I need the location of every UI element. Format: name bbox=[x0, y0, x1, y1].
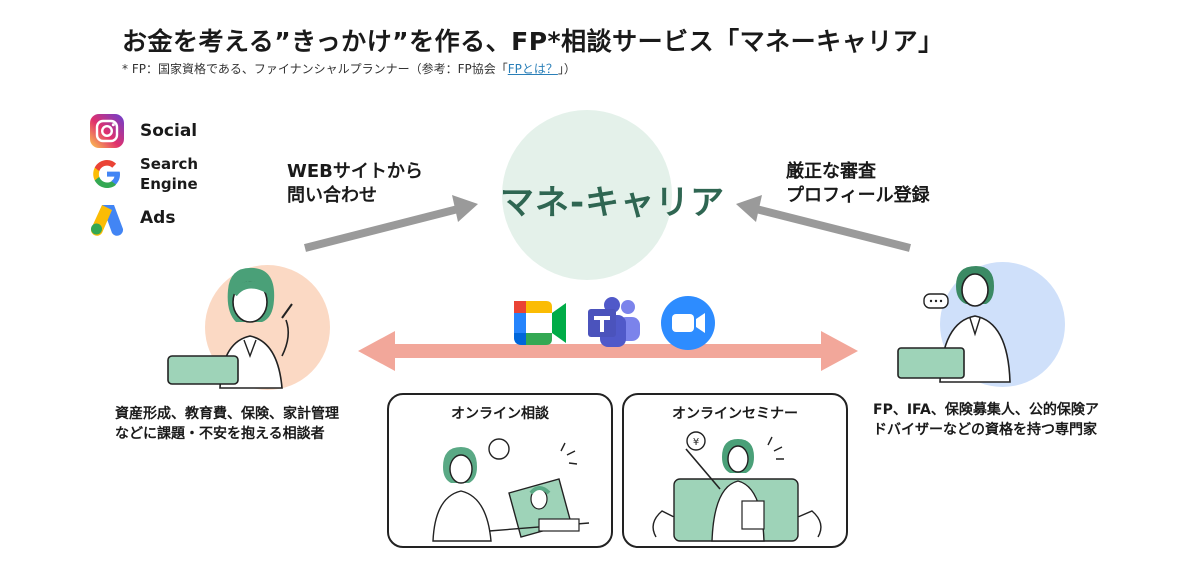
expert-line2: ドバイザーなどの資格を持つ専門家 bbox=[873, 422, 1097, 438]
google-ads-icon bbox=[88, 199, 126, 237]
expert-line1: FP、IFA、保険募集人、公的保険ア bbox=[873, 402, 1099, 418]
microsoft-teams-icon bbox=[584, 293, 644, 353]
google-icon bbox=[88, 155, 126, 193]
inquiry-label: WEBサイトから 問い合わせ bbox=[287, 160, 423, 208]
brand-circle bbox=[502, 110, 672, 280]
channel-label: Ads bbox=[140, 208, 176, 228]
online-seminar-illustration: ¥ bbox=[652, 431, 822, 542]
page-title: お金を考える”きっかけ”を作る、FP*相談サービス「マネーキャリア」 bbox=[122, 27, 944, 56]
inquiry-label-line2: 問い合わせ bbox=[287, 185, 377, 206]
fp-definition-link[interactable]: FPとは？ bbox=[507, 62, 558, 76]
video-tools bbox=[510, 293, 718, 353]
channel-label: Search Engine bbox=[140, 155, 199, 193]
inquiry-arrow bbox=[304, 195, 478, 252]
footnote-prefix: * FP：国家資格である、ファイナンシャルプランナー（参考：FP協会「 bbox=[122, 62, 508, 76]
channel-search-engine: Search Engine bbox=[88, 154, 198, 194]
expert-illustration bbox=[897, 266, 1011, 383]
footnote-suffix: 」） bbox=[557, 62, 576, 76]
brand-logo: マネ-キャリア bbox=[500, 183, 726, 223]
consulter-illustration bbox=[167, 267, 293, 389]
channel-ads: Ads bbox=[88, 199, 175, 237]
service-card-online-seminar: オンラインセミナー ¥ bbox=[622, 393, 848, 548]
zoom-icon bbox=[658, 293, 718, 353]
google-meet-icon bbox=[510, 293, 570, 353]
online-consultation-illustration bbox=[432, 438, 590, 542]
registration-label-line2: プロフィール登録 bbox=[786, 185, 930, 206]
footnote: * FP：国家資格である、ファイナンシャルプランナー（参考：FP協会「FPとは？… bbox=[122, 60, 576, 77]
expert-description: FP、IFA、保険募集人、公的保険ア ドバイザーなどの資格を持つ専門家 bbox=[873, 400, 1099, 440]
consulter-line2: などに課題・不安を抱える相談者 bbox=[115, 426, 325, 442]
registration-arrow bbox=[736, 195, 911, 252]
service-card-title: オンライン相談 bbox=[451, 406, 549, 422]
service-card-title: オンラインセミナー bbox=[672, 406, 798, 422]
channel-label: Social bbox=[140, 121, 198, 141]
svg-text:¥: ¥ bbox=[693, 437, 699, 448]
registration-label: 厳正な審査 プロフィール登録 bbox=[786, 160, 930, 208]
consulter-description: 資産形成、教育費、保険、家計管理 などに課題・不安を抱える相談者 bbox=[115, 404, 339, 444]
bidirectional-arrow bbox=[358, 331, 858, 371]
service-card-online-consultation: オンライン相談 bbox=[387, 393, 613, 548]
channel-social: Social bbox=[88, 112, 197, 150]
instagram-icon bbox=[88, 112, 126, 150]
consulter-line1: 資産形成、教育費、保険、家計管理 bbox=[115, 406, 339, 422]
registration-label-line1: 厳正な審査 bbox=[786, 161, 876, 182]
inquiry-label-line1: WEBサイトから bbox=[287, 161, 423, 182]
